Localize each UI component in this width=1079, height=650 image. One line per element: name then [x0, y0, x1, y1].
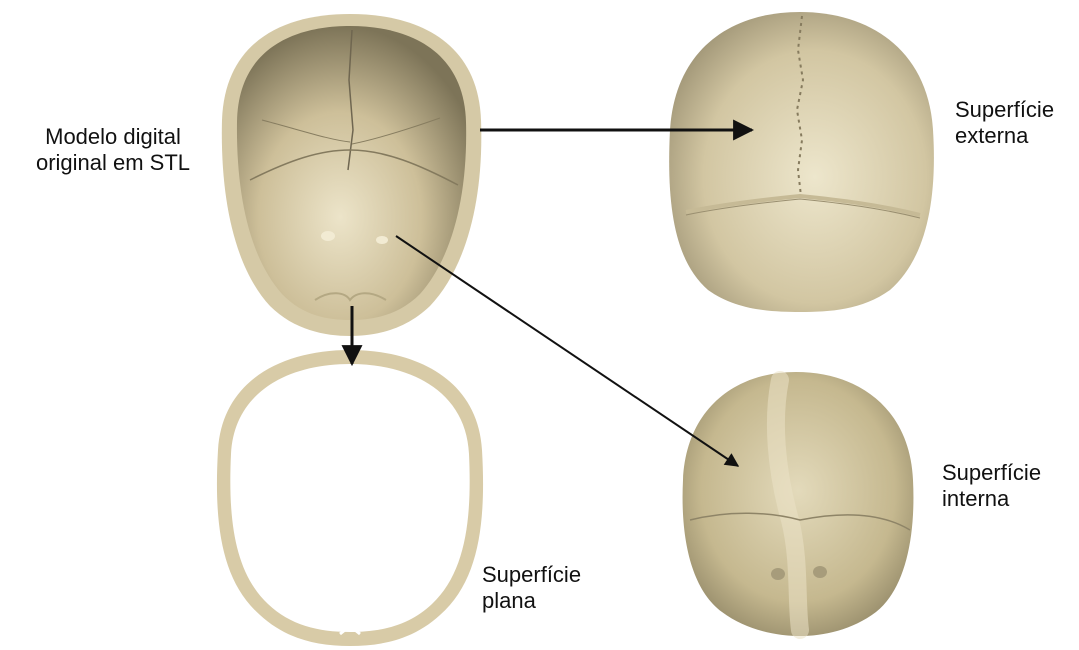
skull-internal-bump-left [771, 568, 785, 580]
label-interna-line2: interna [942, 486, 1041, 512]
label-externa-line1: Superfície [955, 97, 1054, 123]
label-plana-line1: Superfície [482, 562, 581, 588]
label-interna-line1: Superfície [942, 460, 1041, 486]
arrow-to-interna [396, 236, 738, 466]
skull-internal-bump-right [813, 566, 827, 578]
label-original-line1: Modelo digital [8, 124, 218, 150]
skull-original-model [222, 14, 481, 336]
label-original-line2: original em STL [8, 150, 218, 176]
label-plana-line2: plana [482, 588, 581, 614]
label-external-surface: Superfície externa [955, 97, 1054, 149]
skull-flat-surface [217, 350, 483, 646]
label-externa-line2: externa [955, 123, 1054, 149]
skull-flat-ring [217, 350, 483, 646]
label-original-model: Modelo digital original em STL [8, 124, 218, 176]
label-flat-surface: Superfície plana [482, 562, 581, 614]
skull-original-bump-right [376, 236, 388, 244]
skull-internal-surface [683, 372, 914, 636]
skull-original-cavity [237, 26, 466, 320]
skull-original-bump-left [321, 231, 335, 241]
skull-external-surface [669, 12, 934, 312]
label-internal-surface: Superfície interna [942, 460, 1041, 512]
skull-external-shape [669, 12, 934, 312]
